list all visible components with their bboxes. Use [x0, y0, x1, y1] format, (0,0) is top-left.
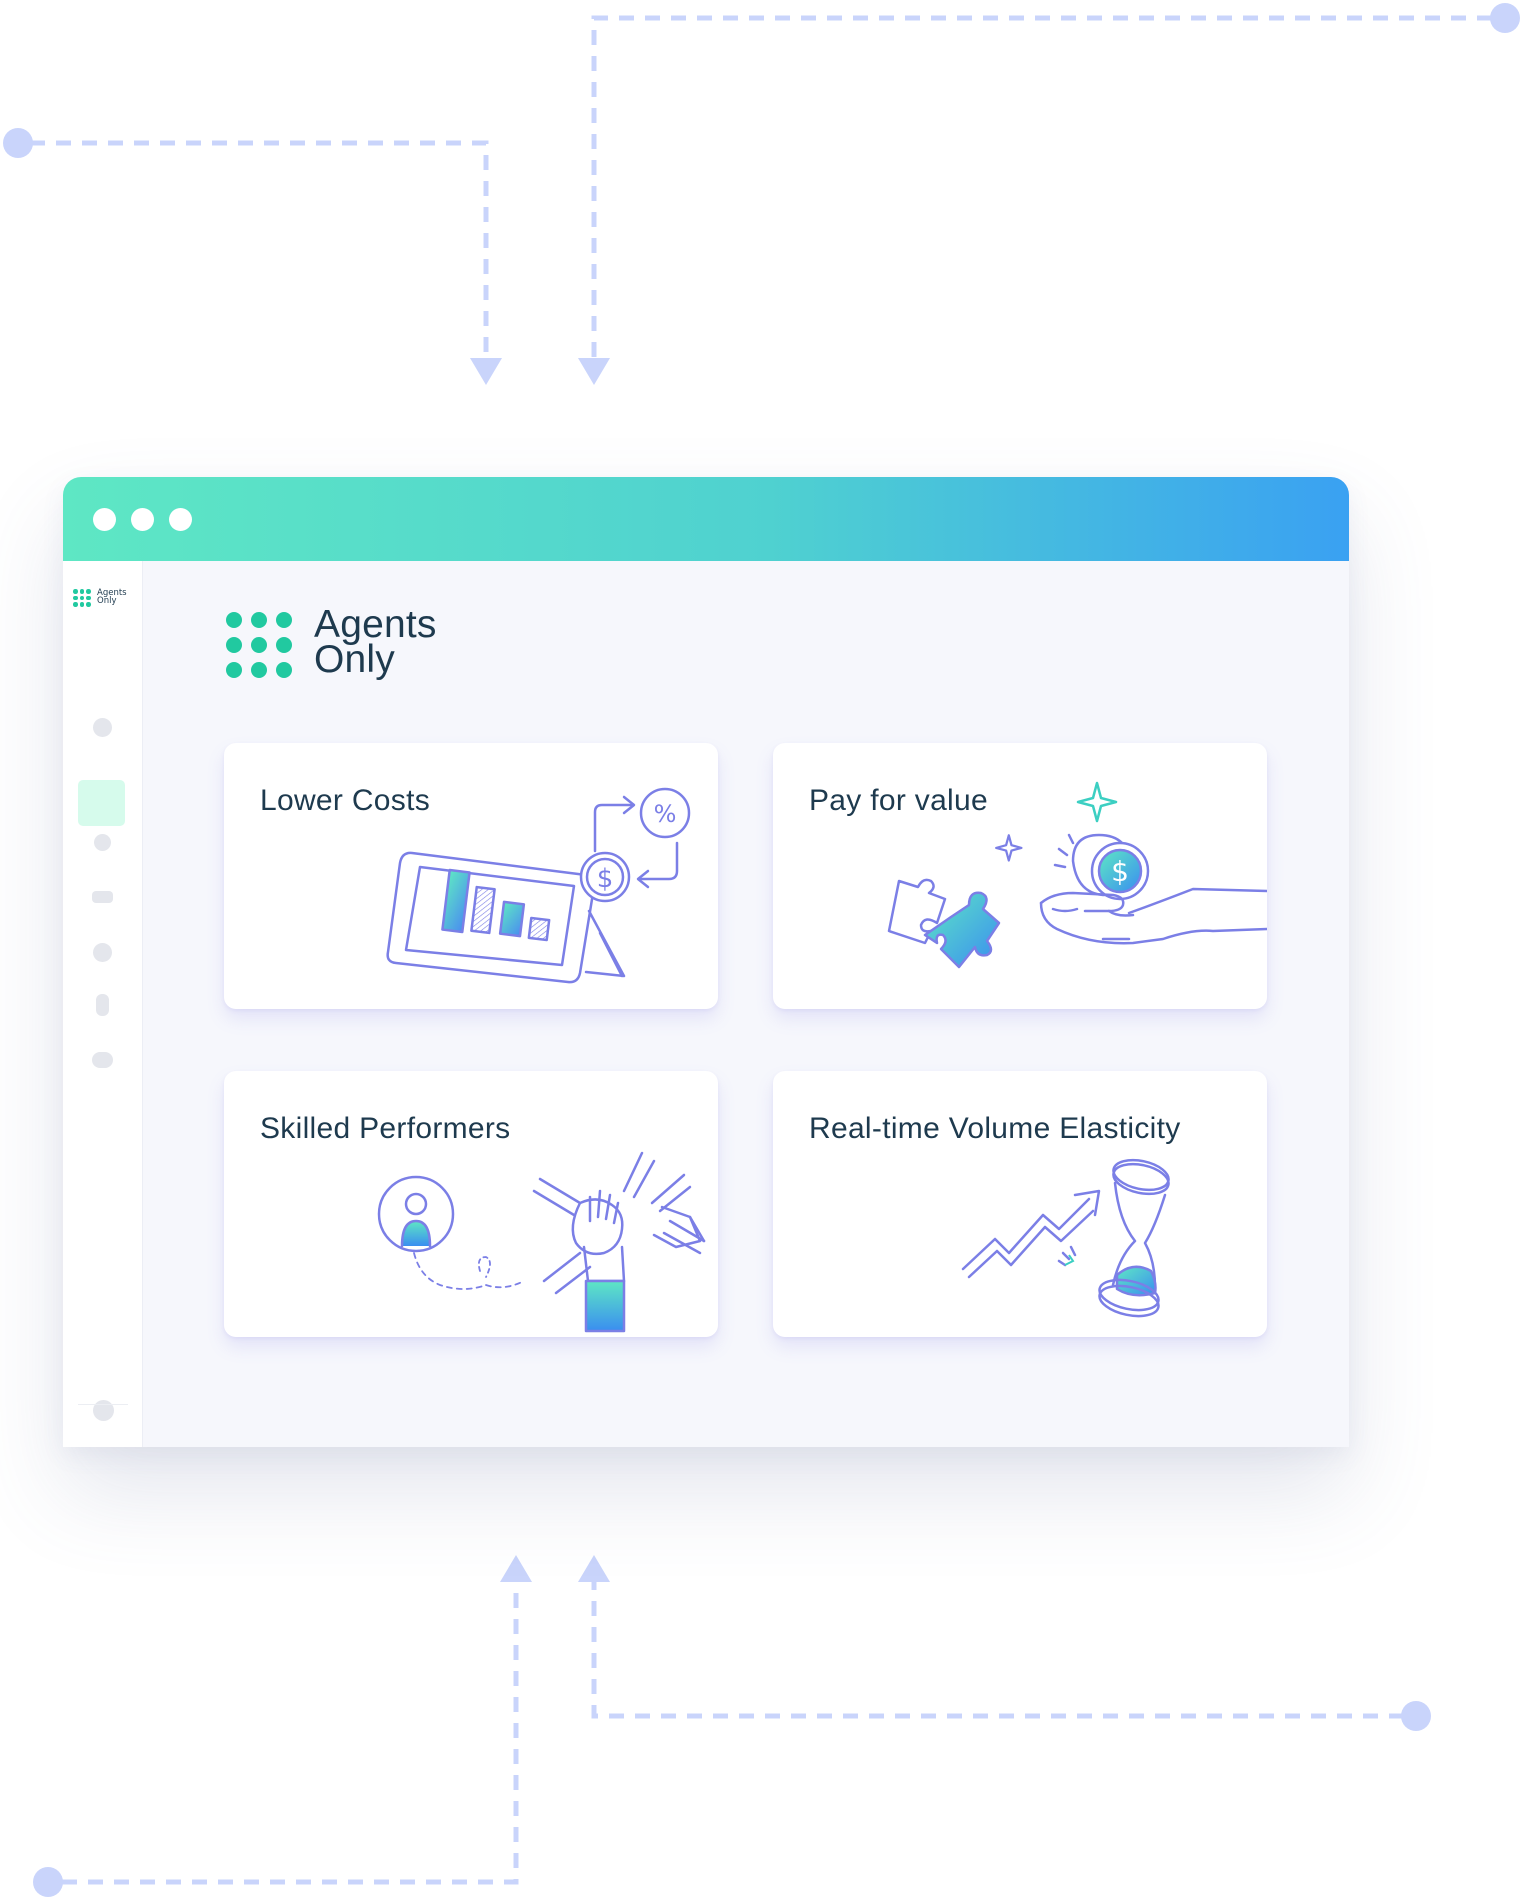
sidebar-item[interactable] [96, 994, 109, 1016]
window-titlebar [63, 477, 1349, 561]
window-control-dot[interactable] [169, 508, 192, 531]
feature-card-lower-costs[interactable]: Lower Costs [224, 743, 718, 1009]
window-control-dot[interactable] [131, 508, 154, 531]
brand-name-line-2: Only [314, 638, 395, 681]
sidebar-item[interactable] [93, 943, 112, 962]
window-control-dot[interactable] [93, 508, 116, 531]
logo-dots-icon [73, 589, 93, 609]
sidebar-logo-text: Agents Only [97, 588, 127, 606]
teamwork-hands-icon [377, 1151, 706, 1333]
sidebar-settings-item[interactable] [93, 1400, 114, 1421]
connector-node-right-top [1490, 3, 1520, 33]
connector-node-right-bottom [1401, 1701, 1431, 1731]
arrow-up-icon [500, 1555, 532, 1582]
brand-name: Agents Only [314, 603, 474, 681]
svg-text:%: % [654, 800, 677, 828]
sidebar-item[interactable] [94, 834, 111, 851]
sidebar-item[interactable] [92, 1052, 113, 1068]
svg-text:$: $ [597, 864, 614, 894]
connector-line-right-bottom [591, 1580, 1404, 1719]
arrow-down-icon [470, 358, 502, 385]
svg-text:$: $ [1111, 855, 1129, 888]
arrow-up-icon [578, 1555, 610, 1582]
connector-node-left-top [3, 128, 33, 158]
connector-line-left-bottom [62, 1580, 519, 1885]
sidebar-item[interactable] [93, 718, 112, 737]
feature-card-real-time-volume-elasticity[interactable]: Real-time Volume Elasticity [773, 1071, 1267, 1337]
tablet-chart-savings-icon: $ % [386, 787, 691, 984]
sidebar-item-active[interactable] [78, 780, 125, 826]
sidebar: Agents Only [63, 561, 143, 1447]
feature-card-skilled-performers[interactable]: Skilled Performers [224, 1071, 718, 1337]
logo-dots-icon [226, 612, 296, 682]
connector-node-left-bottom [33, 1867, 63, 1897]
feature-card-pay-for-value[interactable]: Pay for value [773, 743, 1267, 1009]
sidebar-item[interactable] [92, 891, 113, 903]
brand-name-line-1: Agents [314, 603, 437, 646]
sidebar-divider [78, 1404, 128, 1405]
arrow-down-icon [578, 358, 610, 385]
connector-line-right-top [591, 15, 1492, 360]
hourglass-growth-arrow-icon [961, 1158, 1170, 1318]
coin-in-hand-puzzle-icon: $ [887, 781, 1267, 969]
connector-line-left-top [30, 140, 489, 360]
app-window: Agents Only Agents Only Lower Costs [63, 477, 1349, 1447]
